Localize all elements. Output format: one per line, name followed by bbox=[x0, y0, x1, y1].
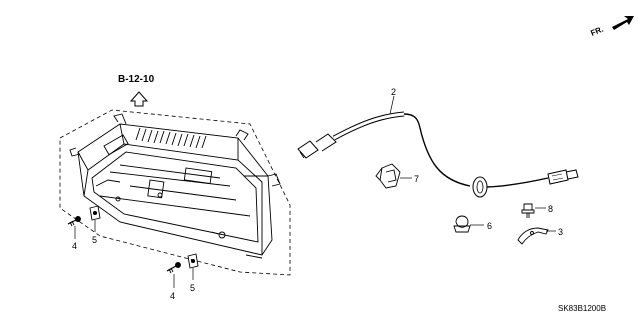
reference-label: B-12-10 bbox=[118, 74, 155, 85]
clip-nut-part-lower bbox=[187, 253, 199, 269]
clip-nut-part bbox=[89, 205, 101, 221]
bracket-part bbox=[517, 227, 549, 245]
cable-clamp-part bbox=[375, 163, 401, 189]
callout-7: 7 bbox=[414, 174, 419, 184]
gauge-assembly-illustration bbox=[69, 113, 281, 259]
speedometer-cable-part bbox=[297, 111, 579, 198]
front-direction-indicator: FR. bbox=[589, 16, 634, 38]
callout-5b: 5 bbox=[190, 283, 195, 293]
screw-part-lower bbox=[166, 262, 181, 274]
callout-4b: 4 bbox=[170, 291, 175, 301]
callout-6: 6 bbox=[487, 221, 492, 231]
up-arrow-icon bbox=[129, 91, 149, 107]
callout-3: 3 bbox=[558, 227, 563, 237]
callout-4a: 4 bbox=[72, 241, 77, 251]
callout-8: 8 bbox=[548, 204, 553, 214]
callout-2: 2 bbox=[391, 87, 396, 97]
callout-5a: 5 bbox=[92, 235, 97, 245]
cable-clip-part bbox=[453, 215, 471, 233]
front-arrow-icon bbox=[612, 16, 634, 30]
screw-part bbox=[67, 216, 81, 227]
direction-label: FR. bbox=[589, 25, 604, 38]
assembly-outline bbox=[59, 109, 291, 276]
reference-group: B-12-10 bbox=[118, 74, 155, 107]
bolt-part bbox=[521, 203, 535, 218]
diagram-code: SK83B1200B bbox=[558, 304, 606, 313]
leader-2 bbox=[389, 95, 395, 115]
